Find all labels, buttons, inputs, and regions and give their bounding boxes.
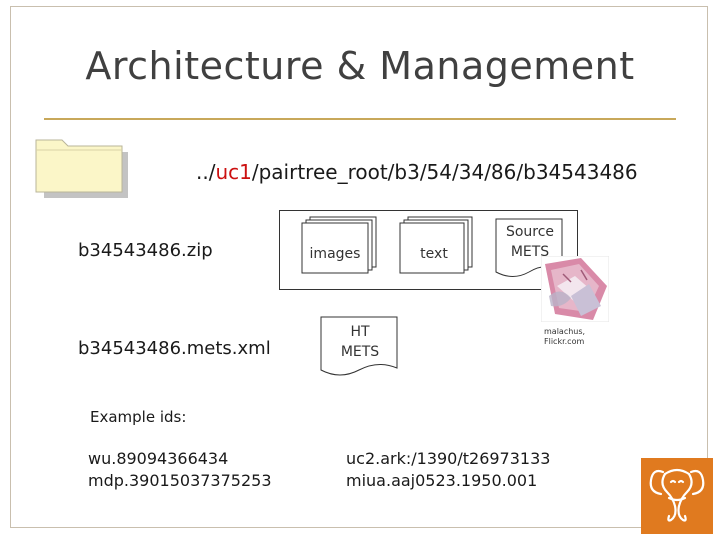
photo-credit-line1: malachus, bbox=[544, 327, 586, 336]
example-ids-label: Example ids: bbox=[90, 408, 187, 426]
ht-mets-doc: HT METS bbox=[320, 316, 400, 380]
example-ids-left: wu.89094366434 mdp.39015037375253 bbox=[88, 448, 272, 492]
pairtree-path: ../uc1/pairtree_root/b3/54/34/86/b345434… bbox=[196, 160, 638, 184]
source-mets-line1: Source bbox=[505, 224, 555, 240]
source-mets-line2: METS bbox=[510, 244, 550, 260]
example-id: wu.89094366434 bbox=[88, 449, 229, 468]
ht-mets-line1: HT bbox=[350, 324, 370, 340]
mets-xml-filename: b34543486.mets.xml bbox=[78, 338, 271, 359]
photo-credit: malachus,Flickr.com bbox=[544, 327, 585, 347]
document-stack-icon bbox=[399, 216, 473, 274]
slide-title: Architecture & Management bbox=[85, 44, 635, 88]
photo-credit-line2: Flickr.com bbox=[544, 337, 585, 346]
zip-filename: b34543486.zip bbox=[78, 240, 213, 261]
path-suffix: /pairtree_root/b3/54/34/86/b34543486 bbox=[251, 160, 638, 184]
example-ids-right: uc2.ark:/1390/t26973133 miua.aaj0523.195… bbox=[346, 448, 550, 492]
photo-image bbox=[540, 255, 610, 323]
images-label: images bbox=[309, 246, 361, 262]
ht-mets-line2: METS bbox=[340, 344, 380, 360]
example-id: miua.aaj0523.1950.001 bbox=[346, 471, 538, 490]
path-namespace: uc1 bbox=[215, 160, 252, 184]
example-id: uc2.ark:/1390/t26973133 bbox=[346, 449, 551, 468]
example-id: mdp.39015037375253 bbox=[88, 471, 272, 490]
text-label: text bbox=[420, 246, 448, 262]
title-divider bbox=[44, 118, 676, 120]
document-stack-icon bbox=[301, 216, 377, 274]
text-stack: text bbox=[398, 216, 476, 274]
slide-frame bbox=[10, 6, 708, 528]
folder-icon bbox=[34, 136, 130, 198]
hathitrust-logo bbox=[641, 458, 713, 534]
images-stack: images bbox=[300, 216, 378, 274]
document-icon bbox=[320, 316, 398, 376]
path-prefix: ../ bbox=[196, 160, 216, 184]
